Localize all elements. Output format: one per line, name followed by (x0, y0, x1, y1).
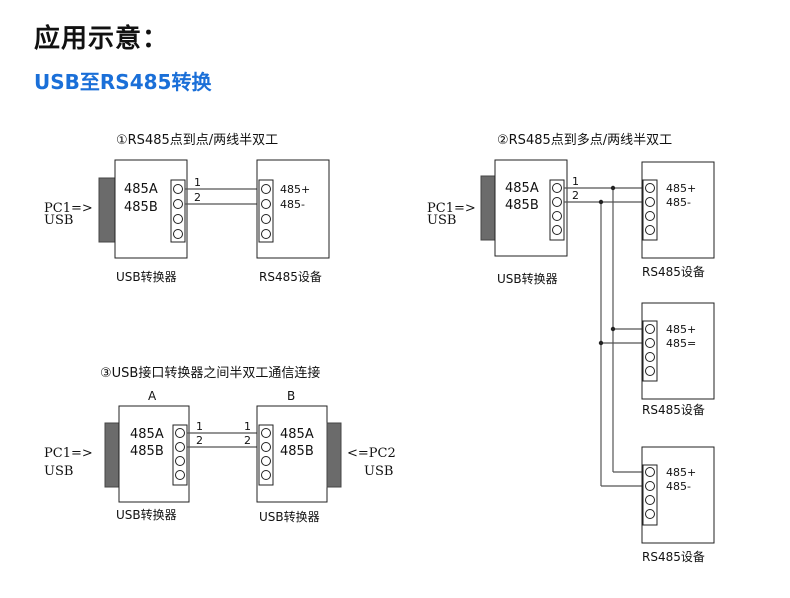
screw-icon (645, 197, 655, 207)
diagram2-device-3-label: RS485设备 (642, 550, 705, 564)
diagram2-device-3-minus: 485- (666, 480, 691, 493)
screw-icon (552, 211, 562, 221)
diagram3-left-chip-b: 485B (130, 444, 164, 459)
diagram3-right-terminal (258, 424, 274, 486)
diagram1-wire-1-label: 1 (194, 176, 201, 189)
diagram3-title: ③USB接口转换器之间半双工通信连接 (100, 365, 320, 381)
diagram3-left-terminal (172, 424, 188, 486)
diagram1-converter-terminal (170, 179, 186, 243)
diagram1-title: ①RS485点到点/两线半双工 (116, 133, 278, 148)
diagram2-device-1-label: RS485设备 (642, 265, 705, 279)
screw-icon (261, 214, 271, 224)
screw-icon (261, 199, 271, 209)
diagram3-left-usb-plug (104, 422, 120, 488)
screw-icon (645, 183, 655, 193)
diagram2-usb-plug (480, 175, 496, 241)
screw-icon (645, 467, 655, 477)
diagram2-converter-label: USB转换器 (497, 271, 558, 286)
diagram2-usb-label: USB (427, 213, 456, 228)
diagram1-device-label: RS485设备 (259, 270, 322, 284)
diagram2-device-3-plus: 485+ (666, 466, 696, 479)
screw-icon (173, 199, 183, 209)
screw-icon (175, 470, 185, 480)
diagram3-right-label: USB转换器 (259, 509, 320, 524)
diagram2-pc-label: PC1=> (427, 201, 476, 216)
screw-icon (552, 225, 562, 235)
diagram1-usb-plug (98, 177, 116, 243)
diagram3-right-chip-b: 485B (280, 444, 314, 459)
screw-icon (173, 184, 183, 194)
diagram2-device-2-plus: 485+ (666, 323, 696, 336)
diagram2-device-1-terminal (642, 179, 658, 241)
diagram2-chip-b: 485B (505, 198, 539, 213)
screw-icon (645, 495, 655, 505)
diagram2-wire-1-label: 1 (572, 175, 579, 188)
diagram1-pc-label: PC1=> (44, 201, 93, 216)
screw-icon (173, 229, 183, 239)
screw-icon (645, 509, 655, 519)
diagram3-right-chip-a: 485A (280, 427, 314, 442)
screw-icon (173, 214, 183, 224)
diagram1-chip-a: 485A (124, 182, 158, 197)
diagram3-wire-2-right-label: 2 (244, 434, 251, 447)
diagram2-device-1-minus: 485- (666, 196, 691, 209)
screw-icon (645, 225, 655, 235)
diagram3-wire-1-right-label: 1 (244, 420, 251, 433)
screw-icon (645, 481, 655, 491)
diagram-point-to-point: ①RS485点到点/两线半双工 PC1=> USB 485A 485B 1 2 … (44, 133, 330, 284)
diagram1-converter-label: USB转换器 (116, 269, 177, 284)
diagram2-device-2-minus: 485= (666, 337, 696, 350)
page-title: 应用示意： (34, 24, 170, 54)
diagram3-left-label: USB转换器 (116, 507, 177, 522)
diagram2-device-2-terminal (642, 320, 658, 382)
screw-icon (645, 324, 655, 334)
diagram1-device-plus: 485+ (280, 183, 310, 196)
screw-icon (261, 442, 271, 452)
diagram3-wire-2-left-label: 2 (196, 434, 203, 447)
diagram1-chip-b: 485B (124, 200, 158, 215)
diagram3-wire-1-left-label: 1 (196, 420, 203, 433)
screw-icon (261, 184, 271, 194)
diagram1-device-minus: 485- (280, 198, 305, 211)
diagram2-chip-a: 485A (505, 181, 539, 196)
screw-icon (261, 428, 271, 438)
diagram2-title: ②RS485点到多点/两线半双工 (497, 132, 672, 148)
diagram3-left-chip-a: 485A (130, 427, 164, 442)
screw-icon (261, 470, 271, 480)
diagram1-device-terminal (258, 179, 274, 243)
screw-icon (645, 338, 655, 348)
screw-icon (645, 211, 655, 221)
diagram3-right-letter: B (287, 389, 295, 403)
diagram-converter-to-converter: ③USB接口转换器之间半双工通信连接 A B PC1=> USB 485A 48… (44, 365, 396, 524)
screw-icon (175, 428, 185, 438)
diagram3-left-letter: A (148, 389, 157, 403)
diagram2-wire-2-label: 2 (572, 189, 579, 202)
diagram1-wire-2-label: 2 (194, 191, 201, 204)
diagram1-usb-label: USB (44, 213, 73, 228)
screw-icon (645, 366, 655, 376)
page-subtitle: USB至RS485转换 (34, 70, 212, 94)
diagram2-converter-terminal (549, 179, 565, 241)
diagram3-pc1-label: PC1=> (44, 446, 93, 461)
screw-icon (175, 456, 185, 466)
screw-icon (552, 197, 562, 207)
screw-icon (261, 456, 271, 466)
diagram3-pc1-usb-label: USB (44, 464, 73, 479)
screw-icon (552, 183, 562, 193)
diagram3-pc2-label: <=PC2 (347, 446, 396, 461)
diagram2-bus (564, 185, 642, 487)
diagram2-device-2-label: RS485设备 (642, 403, 705, 417)
screw-icon (645, 352, 655, 362)
screw-icon (261, 229, 271, 239)
diagram2-device-1-plus: 485+ (666, 182, 696, 195)
diagram-point-to-multipoint: ②RS485点到多点/两线半双工 PC1=> USB 485A 485B 1 2 (427, 132, 715, 564)
diagram3-pc2-usb-label: USB (364, 464, 393, 479)
screw-icon (175, 442, 185, 452)
diagram3-right-usb-plug (326, 422, 342, 488)
